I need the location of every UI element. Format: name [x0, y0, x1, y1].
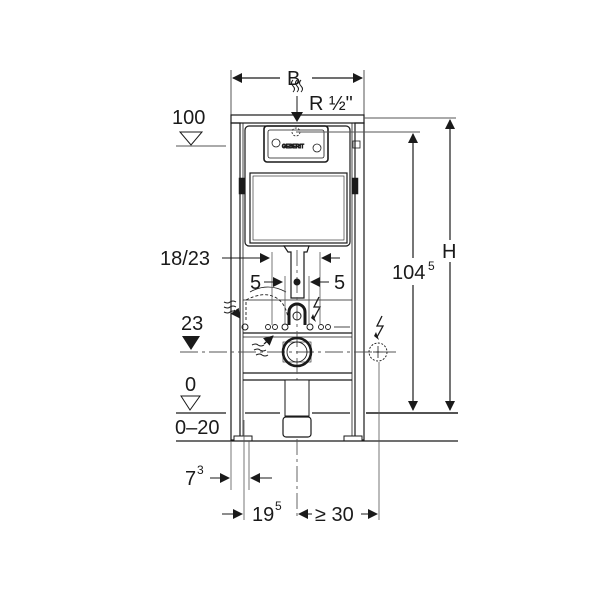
- waste-flow-icon: [251, 343, 269, 357]
- axis-offset-sup: 5: [275, 499, 282, 513]
- height-104-sup: 5: [428, 259, 435, 273]
- height-label: H: [442, 241, 456, 263]
- dimension-7-3: 7 3: [185, 463, 272, 490]
- left-5-label: 5: [250, 272, 261, 294]
- level-triangle-open: [180, 395, 201, 411]
- electric-right: [368, 315, 388, 362]
- foot-offset-sup: 3: [197, 463, 204, 477]
- flush-plate: [263, 125, 329, 163]
- level-0-label: 0: [185, 374, 196, 396]
- level-100-label: 100: [172, 107, 205, 129]
- electric-icon: [375, 315, 385, 338]
- dimension-height-h: H: [442, 119, 456, 411]
- water-supply-icon: [291, 79, 303, 93]
- dimension-5-pair: 5 5: [250, 272, 345, 325]
- dimension-width-b: B: [230, 68, 365, 118]
- dimension-min-30: ≥ 30: [298, 504, 378, 526]
- dimension-19-5: 19 5: [222, 499, 282, 526]
- water-connection-label: R ½": [309, 93, 353, 115]
- dimension-18-23: 18/23: [160, 248, 340, 325]
- foot-offset-label: 7: [185, 468, 196, 490]
- axis-offset-label: 19: [252, 504, 274, 526]
- bottom-extension-lines: [230, 362, 380, 520]
- level-marker-23: 23: [180, 313, 396, 353]
- dimension-height-104: 104 5: [392, 133, 435, 411]
- water-supply-left: [223, 300, 241, 319]
- level-marker-100: 100: [172, 107, 226, 147]
- right-5-label: 5: [334, 272, 345, 294]
- electric-icon: [312, 296, 322, 319]
- side-offset-label: 18/23: [160, 248, 210, 270]
- arrow-down-icon: [291, 112, 303, 122]
- floor-lines: [176, 412, 458, 442]
- cistern: GEBERIT: [238, 125, 361, 299]
- level-triangle-open: [178, 131, 204, 146]
- wc-connections: [241, 250, 350, 520]
- level-marker-0: 0 0–20: [175, 374, 220, 439]
- min-clearance-label: ≥ 30: [315, 504, 354, 526]
- waste-flow-symbol: [251, 335, 274, 357]
- brand-mark: GEBERIT: [282, 144, 304, 150]
- floor-adjust-label: 0–20: [175, 417, 220, 439]
- socket-icon: [368, 342, 388, 362]
- level-triangle-filled: [182, 336, 200, 350]
- level-23-label: 23: [181, 313, 203, 335]
- height-104-label: 104: [392, 262, 425, 284]
- electric-center: [311, 296, 322, 322]
- width-label: B: [287, 68, 300, 90]
